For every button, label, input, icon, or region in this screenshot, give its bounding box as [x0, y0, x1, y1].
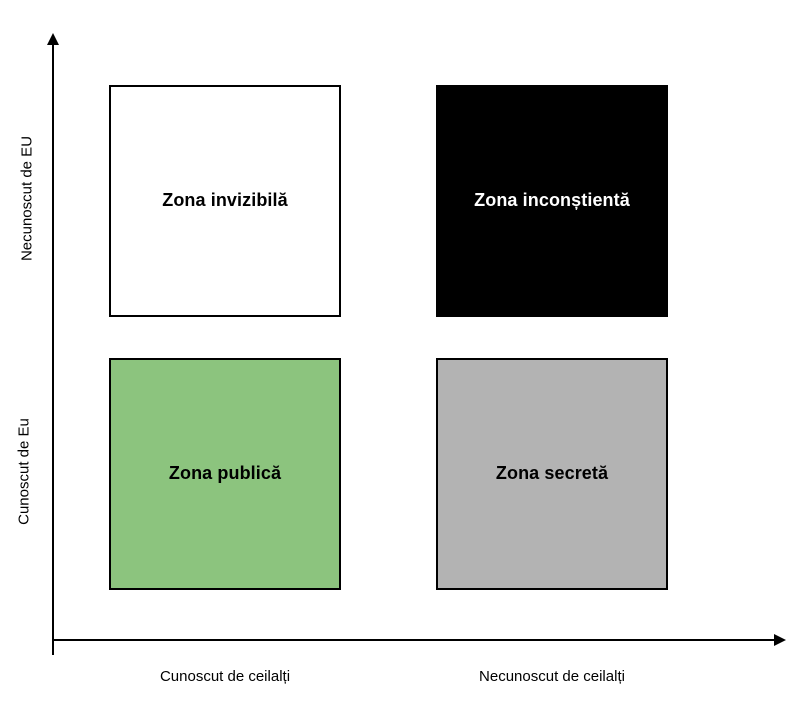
quadrant-unknown-zone-label: Zona inconștientă: [474, 190, 630, 211]
y-axis-line: [52, 42, 54, 655]
y-axis-arrowhead-icon: [47, 33, 59, 45]
quadrant-public-zone-label: Zona publică: [168, 463, 282, 484]
quadrant-secret-zone-label: Zona secretă: [495, 463, 609, 484]
quadrant-secret-zone: Zona secretă: [436, 358, 668, 590]
x-axis-label-unknown-to-others: Necunoscut de ceilalți: [479, 668, 625, 685]
x-axis-arrowhead-icon: [774, 634, 786, 646]
quadrant-blind-zone-label: Zona invizibilă: [162, 190, 288, 211]
x-axis-line: [52, 639, 781, 641]
quadrant-blind-zone: Zona invizibilă: [109, 85, 341, 317]
quadrant-public-zone: Zona publică: [109, 358, 341, 590]
x-axis-label-known-to-others: Cunoscut de ceilalți: [159, 668, 291, 685]
quadrant-unknown-zone: Zona inconștientă: [436, 85, 668, 317]
y-axis-label-unknown-to-self: Necunoscut de EU: [18, 135, 36, 262]
y-axis-label-known-to-self: Cunoscut de Eu: [15, 418, 33, 525]
